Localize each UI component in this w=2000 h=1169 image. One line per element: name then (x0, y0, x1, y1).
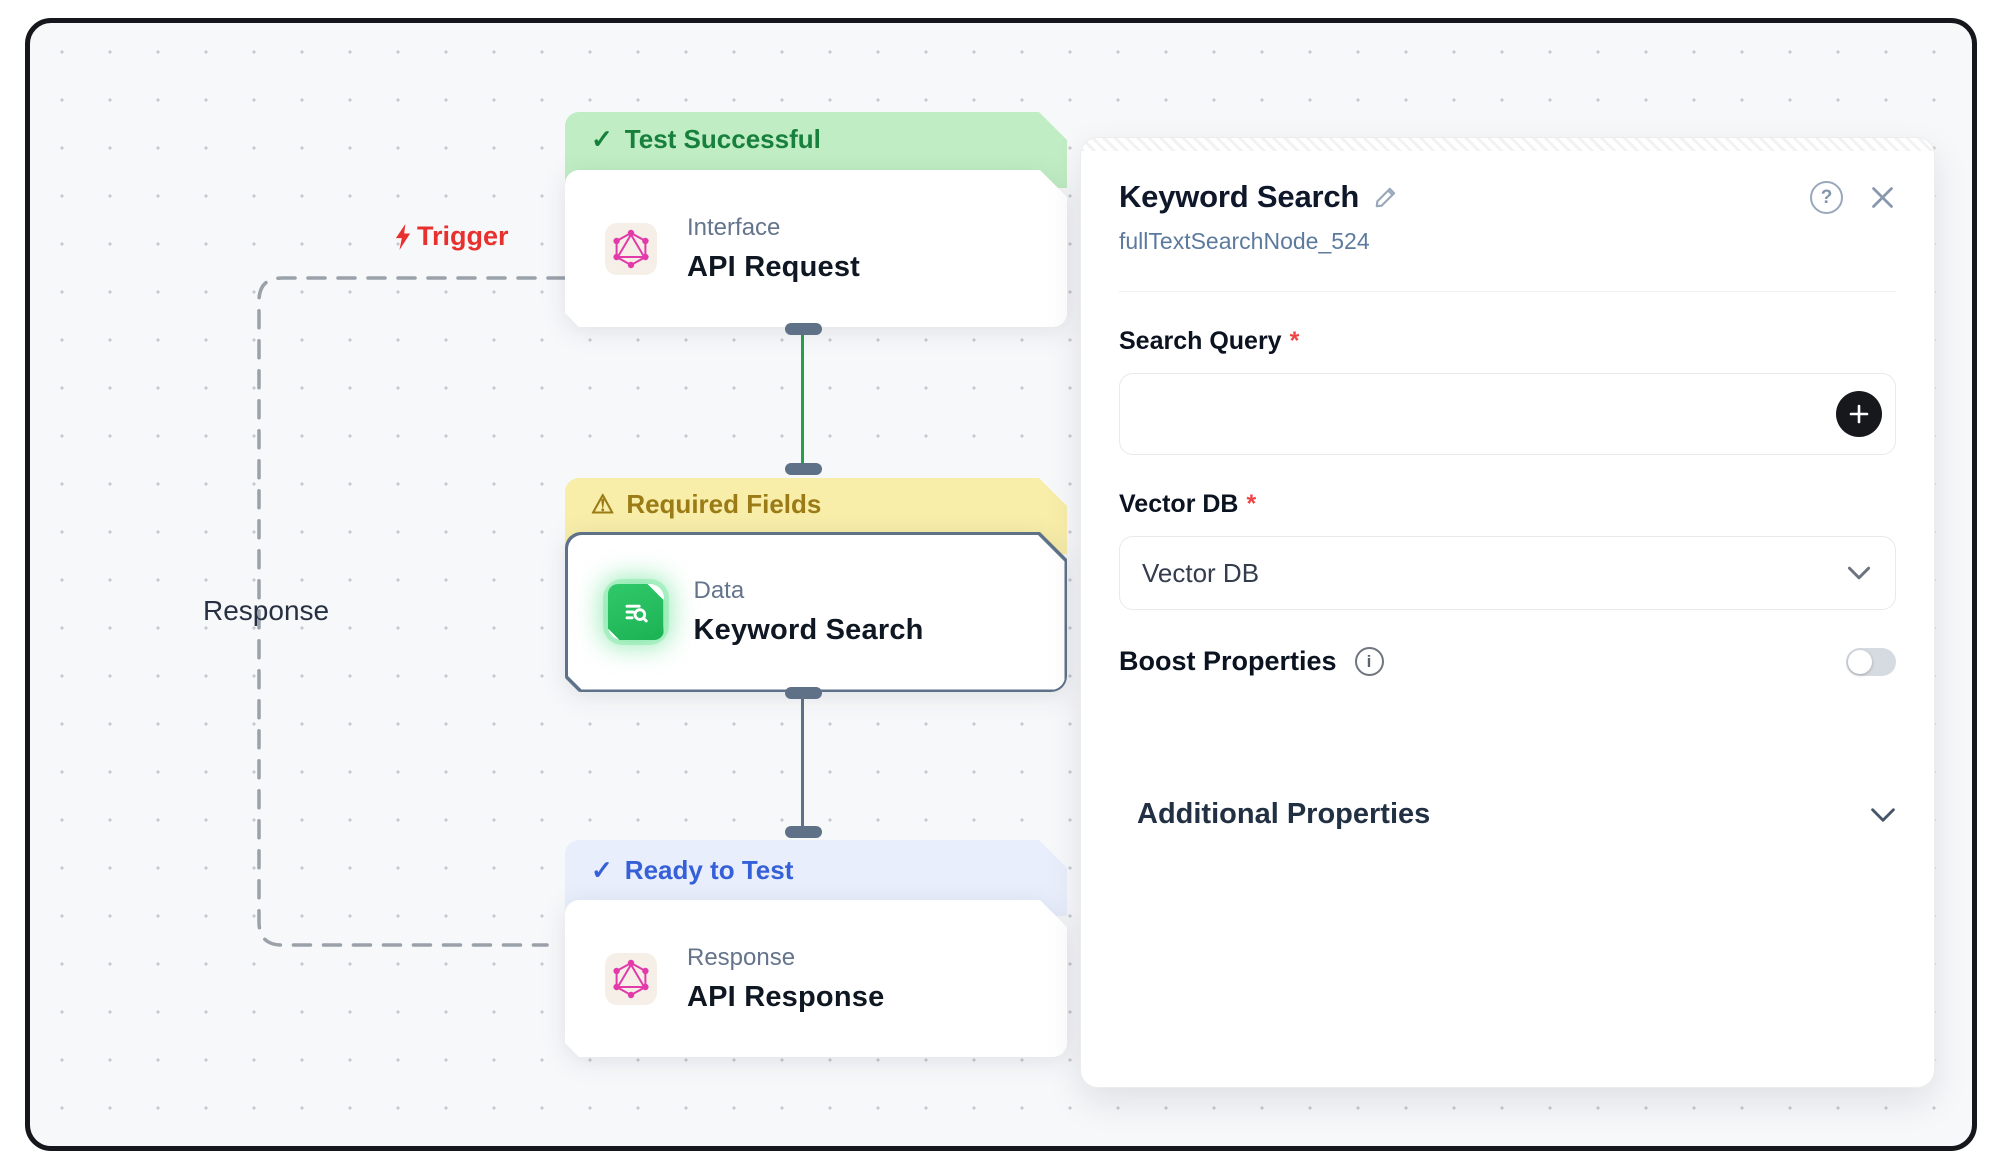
vector-db-selected-value: Vector DB (1142, 557, 1260, 588)
trigger-edge-label: Trigger (393, 221, 509, 252)
node-category: Interface (687, 213, 781, 241)
node-title: API Response (687, 980, 885, 1013)
workflow-canvas[interactable]: Trigger Response ✓ Test Successful (30, 23, 1972, 1146)
response-edge-text: Response (203, 595, 330, 626)
node-status-text: Test Successful (624, 124, 821, 154)
check-icon: ✓ (591, 124, 613, 154)
node-category: Response (687, 943, 796, 971)
edge-api-request-to-keyword-search (801, 329, 804, 471)
panel-divider (1119, 291, 1896, 292)
chevron-down-icon (1847, 566, 1871, 580)
warning-icon: ⚠ (591, 489, 615, 519)
input-handle-api-response[interactable] (785, 826, 822, 838)
lightning-icon (395, 223, 411, 250)
boost-properties-toggle[interactable] (1846, 647, 1896, 676)
search-query-input[interactable] (1119, 373, 1896, 455)
required-asterisk: * (1289, 327, 1300, 355)
workflow-window: Trigger Response ✓ Test Successful (25, 18, 1977, 1151)
response-edge-label: Response (203, 595, 329, 627)
input-handle-keyword-search[interactable] (785, 463, 822, 475)
node-status-text: Ready to Test (624, 855, 794, 885)
required-asterisk: * (1246, 490, 1257, 518)
toggle-knob (1848, 649, 1872, 674)
help-icon[interactable]: ? (1810, 181, 1843, 214)
graphql-icon (605, 953, 657, 1005)
node-keyword-search[interactable]: Data Keyword Search (565, 532, 1067, 692)
output-handle-api-request[interactable] (785, 323, 822, 335)
node-api-response[interactable]: Response API Response (565, 900, 1067, 1057)
additional-properties-label: Additional Properties (1137, 798, 1431, 830)
boost-properties-label: Boost Properties (1119, 646, 1337, 676)
plus-icon (1849, 404, 1869, 424)
node-title: API Request (687, 250, 861, 283)
vector-db-select[interactable]: Vector DB (1119, 536, 1896, 610)
check-icon: ✓ (591, 855, 613, 885)
node-title: Keyword Search (693, 614, 924, 646)
node-category: Data (693, 577, 745, 604)
edge-keyword-search-to-api-response (801, 698, 804, 834)
edit-title-icon[interactable] (1373, 184, 1399, 210)
panel-title: Keyword Search (1119, 179, 1360, 214)
node-api-request[interactable]: Interface API Request (565, 170, 1067, 327)
trigger-edge-text: Trigger (417, 221, 509, 251)
panel-drag-strip[interactable] (1081, 138, 1934, 151)
fulltext-search-icon (608, 584, 664, 640)
chevron-down-icon (1871, 807, 1895, 822)
graphql-icon (605, 223, 657, 275)
vector-db-label: Vector DB * (1119, 490, 1257, 518)
node-id-text: fullTextSearchNode_524 (1119, 228, 1370, 254)
additional-properties-section[interactable]: Additional Properties (1119, 798, 1896, 831)
info-icon[interactable]: i (1354, 647, 1384, 676)
close-panel-icon[interactable] (1869, 184, 1896, 211)
node-status-text: Required Fields (626, 489, 822, 519)
add-variable-button[interactable] (1836, 391, 1882, 437)
search-query-label: Search Query * (1119, 327, 1300, 355)
output-handle-keyword-search[interactable] (785, 687, 822, 699)
node-properties-panel: Keyword Search ? (1080, 137, 1935, 1088)
